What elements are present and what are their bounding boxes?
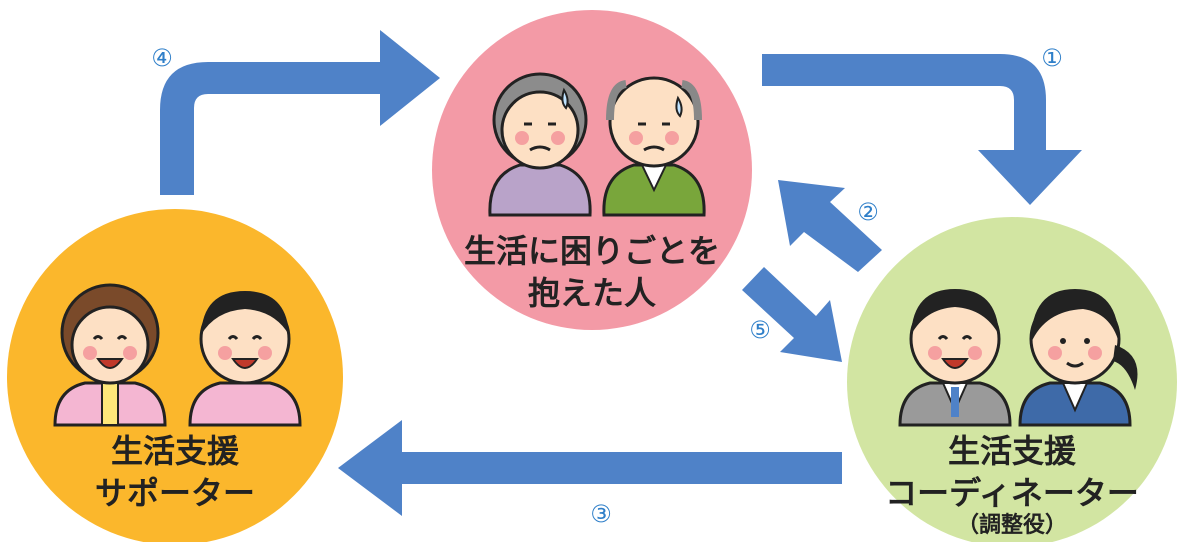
arrows (160, 30, 1082, 516)
arrow-step-5 (742, 267, 842, 362)
arrow-step-3 (338, 420, 842, 516)
step-number-3: ③ (590, 500, 612, 528)
step-number-5: ⑤ (749, 316, 771, 344)
arrow-step-4 (160, 30, 440, 195)
coordinator-label-line1: 生活支援 (948, 432, 1077, 470)
coordinator-man-icon (898, 289, 1012, 427)
coordinator-label-sub: （調整役） (957, 512, 1067, 538)
supporter-woman-icon (53, 283, 167, 427)
supporter-label-line2: サポーター (95, 474, 255, 512)
elderly-woman-icon (488, 72, 592, 217)
arrow-step-1 (762, 54, 1082, 205)
arrow-step-2 (778, 180, 882, 272)
coordinator-woman-icon (1018, 289, 1138, 427)
supporter-label-line1: 生活支援 (111, 432, 240, 470)
elderly-man-icon (602, 76, 706, 217)
coordinator-label-line2: コーディネーター (885, 474, 1139, 512)
step-number-2: ② (857, 198, 879, 226)
troubled-person-label-line2: 抱えた人 (528, 274, 656, 312)
step-number-1: ① (1041, 44, 1063, 72)
troubled-person-label-line1: 生活に困りごとを (464, 232, 720, 270)
supporter-man-icon (188, 291, 302, 427)
step-number-4: ④ (151, 44, 173, 72)
